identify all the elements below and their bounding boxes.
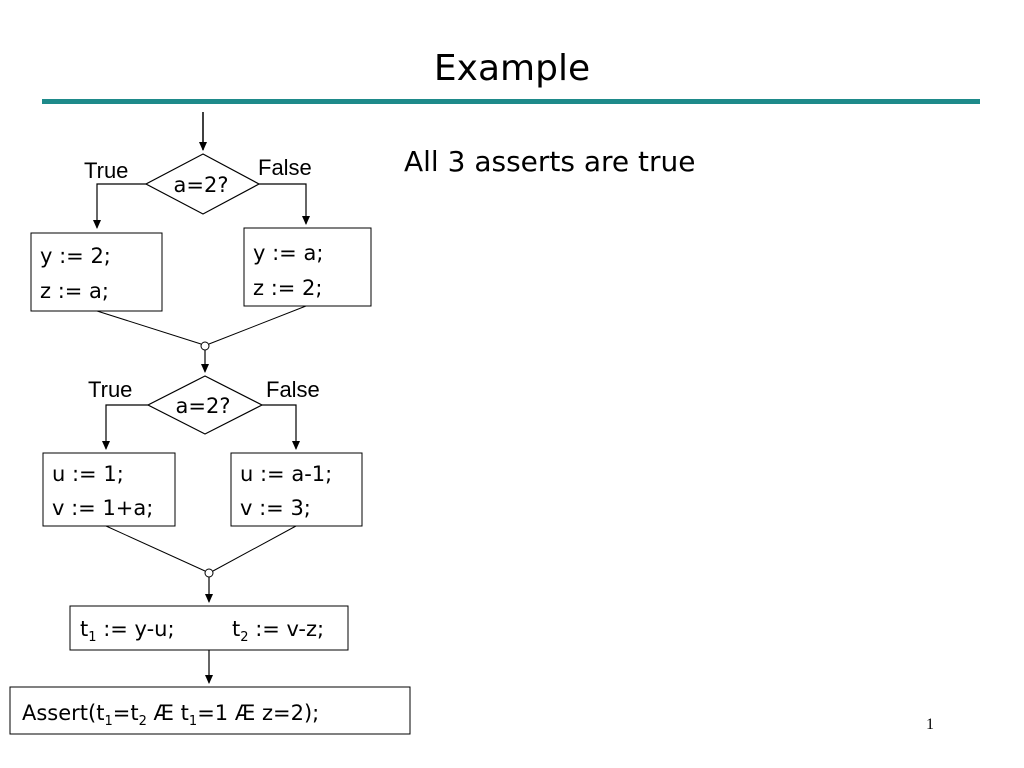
assert-statement: Assert(t1=t2 Æ t1=1 Æ z=2); — [22, 701, 319, 729]
false-branch-1-connector — [259, 183, 310, 225]
merge-node-2 — [204, 568, 214, 578]
t2-var: t — [232, 617, 240, 641]
true-block-2-line-1: u := 1; — [52, 462, 124, 486]
assert-prefix: Assert(t — [22, 701, 104, 725]
false-block-2 — [230, 452, 363, 527]
temp-assign-block — [69, 605, 349, 651]
decision-2-true-label: True — [88, 377, 132, 402]
false-block-1-line-1: y := a; — [253, 241, 323, 265]
decision-2-false-label: False — [266, 377, 320, 402]
assert-and1: Æ t — [147, 701, 189, 725]
true-block-1-line-1: y := 2; — [40, 244, 111, 268]
false-block-1-line-2: z := 2; — [253, 276, 322, 300]
assert-eq1: =t — [113, 701, 139, 725]
true-block-1 — [30, 232, 163, 312]
temp-assign-statement: t1 := y-u;t2 := v-z; — [80, 617, 324, 645]
true-block-2 — [42, 452, 176, 527]
false-block-2-line-2: v := 3; — [240, 496, 311, 520]
false-branch-2-connector — [262, 404, 300, 450]
merge-node-1 — [200, 341, 210, 351]
true-branch-1-connector — [93, 183, 146, 229]
true-branch-2-connector — [102, 404, 148, 450]
assert-block — [9, 686, 411, 735]
true-block-2-line-2: v := 1+a; — [52, 496, 153, 520]
t2-expression: := v-z; — [249, 617, 325, 641]
true-block-1-line-2: z := a; — [40, 279, 109, 303]
decision-1-true-label: True — [84, 158, 128, 183]
t1-expression: := y-u; — [97, 617, 175, 641]
assert-sub-b: 2 — [139, 714, 147, 729]
decision-1-false-label: False — [258, 155, 312, 180]
t2-subscript: 2 — [240, 630, 248, 645]
t1-subscript: 1 — [88, 630, 96, 645]
assert-sub-c: 1 — [189, 714, 197, 729]
merge-1-left-connector — [96, 310, 202, 345]
asserts-note: All 3 asserts are true — [404, 145, 696, 178]
decision-condition-1: a=2? — [174, 173, 229, 197]
merge-2-right-connector — [212, 525, 297, 572]
decision-diamond-2 — [146, 375, 264, 435]
false-block-1 — [243, 227, 372, 307]
false-block-2-line-1: u := a-1; — [240, 462, 332, 486]
merge-2-left-connector — [105, 525, 206, 572]
decision-condition-2: a=2? — [176, 394, 231, 418]
slide-title: Example — [433, 48, 591, 89]
title-divider — [42, 99, 980, 104]
merge-1-right-connector — [208, 305, 307, 345]
assert-sub-a: 1 — [104, 714, 112, 729]
decision-diamond-1 — [144, 153, 261, 215]
t1-var: t — [80, 617, 88, 641]
assert-eq2: =1 Æ z=2); — [197, 701, 319, 725]
page-number: 1 — [926, 716, 934, 733]
